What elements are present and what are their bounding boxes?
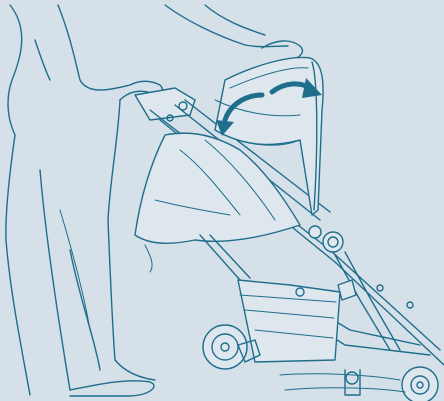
stroller-seat <box>135 133 300 272</box>
rear-wheel-left <box>345 370 360 395</box>
rear-wheel-right <box>402 367 438 401</box>
